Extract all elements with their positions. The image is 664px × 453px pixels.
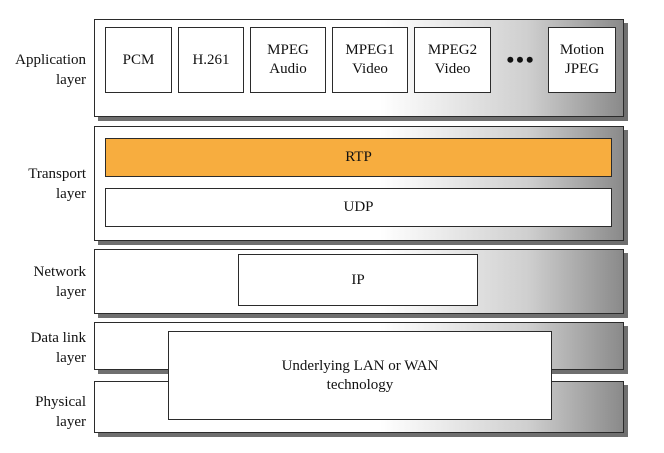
network-layer-label: Network layer <box>33 264 87 300</box>
h261-box: H.261 <box>178 27 244 93</box>
udp-box: UDP <box>105 188 612 227</box>
transport-layer-label: Transport layer <box>28 166 86 202</box>
motion-jpeg-box: Motion JPEG <box>548 27 616 93</box>
mpeg2-video-box: MPEG2 Video <box>414 27 491 93</box>
more-protocols-ellipsis: ••• <box>506 47 536 72</box>
ip-box: IP <box>238 254 478 306</box>
datalink-layer-label: Data link layer <box>30 330 86 366</box>
physical-layer-label: Physical layer <box>35 394 86 430</box>
application-layer-label: Application layer <box>15 52 86 88</box>
mpeg1-video-box: MPEG1 Video <box>332 27 408 93</box>
mpeg-audio-box: MPEG Audio <box>250 27 326 93</box>
underlying-technology-box: Underlying LAN or WAN technology <box>168 331 552 420</box>
pcm-box: PCM <box>105 27 172 93</box>
rtp-box: RTP <box>105 138 612 177</box>
